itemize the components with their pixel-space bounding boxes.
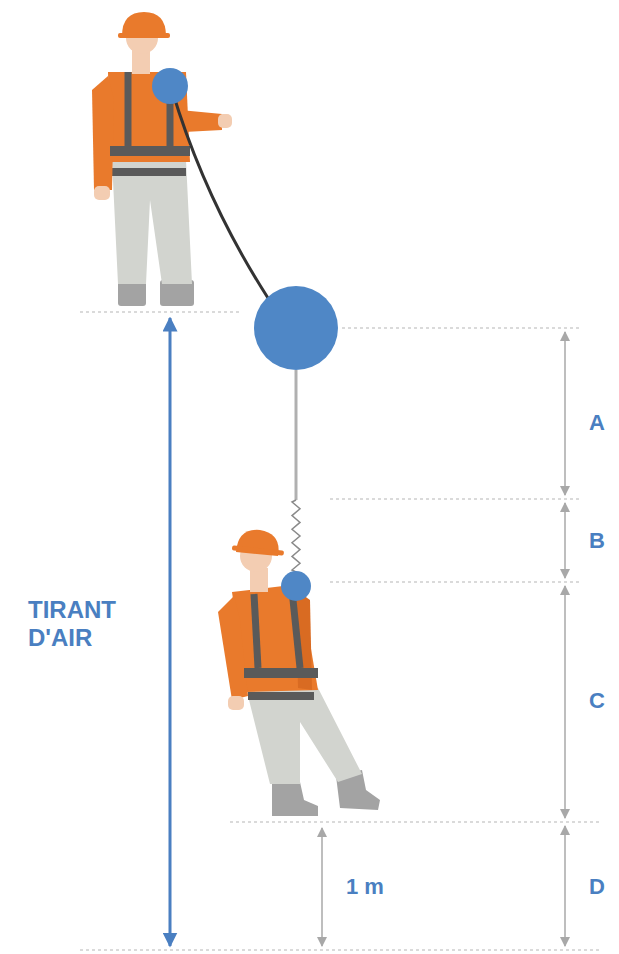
arm: [180, 110, 222, 132]
dimension-1m: [321, 828, 323, 946]
clearance-arrow: [169, 318, 172, 946]
feet-line: [230, 822, 600, 823]
leg-strap: [248, 692, 314, 700]
harness-strap: [292, 590, 300, 668]
absorber-line: [330, 582, 580, 583]
lanyard-line: [330, 499, 580, 500]
dimension-label: A: [589, 410, 615, 435]
rope: [172, 90, 268, 298]
boot: [272, 782, 318, 816]
dimension-a: [564, 332, 566, 495]
standing-worker: [92, 12, 232, 306]
anchor-line: [342, 328, 580, 329]
ledge-line: [80, 312, 240, 313]
dimension-label: D: [589, 874, 615, 899]
dimension-b: [564, 503, 566, 578]
helmet-brim: [118, 33, 170, 38]
leg-strap: [112, 168, 186, 176]
dimension-c: [564, 586, 566, 818]
dimension-d: [564, 826, 566, 946]
helmet-brim: [232, 545, 284, 555]
chest-connector: [152, 68, 188, 104]
ground-line: [80, 950, 600, 951]
harness-strap: [125, 72, 132, 146]
jacket: [232, 584, 318, 692]
fall-arrest-device: [254, 286, 338, 370]
distance-label: 1 m: [346, 874, 416, 899]
arm: [92, 76, 114, 190]
helmet: [122, 12, 166, 36]
dimension-label: C: [589, 688, 615, 713]
hand: [94, 186, 110, 200]
dimension-arrows: [322, 332, 565, 946]
harness-strap: [254, 594, 258, 668]
trousers: [112, 160, 192, 284]
harness-belt: [244, 668, 318, 678]
hand: [228, 696, 244, 710]
lanyard: [295, 370, 298, 500]
suspended-worker: [218, 530, 380, 816]
trousers: [246, 688, 362, 784]
hand: [218, 114, 232, 128]
dimension-label: B: [589, 528, 615, 553]
clearance-label: TIRANT D'AIR: [28, 596, 156, 651]
shock-absorber: [292, 500, 300, 572]
reference-lines: [80, 312, 600, 950]
harness-belt: [110, 146, 190, 156]
chest-connector: [281, 571, 311, 601]
arm: [218, 596, 248, 700]
